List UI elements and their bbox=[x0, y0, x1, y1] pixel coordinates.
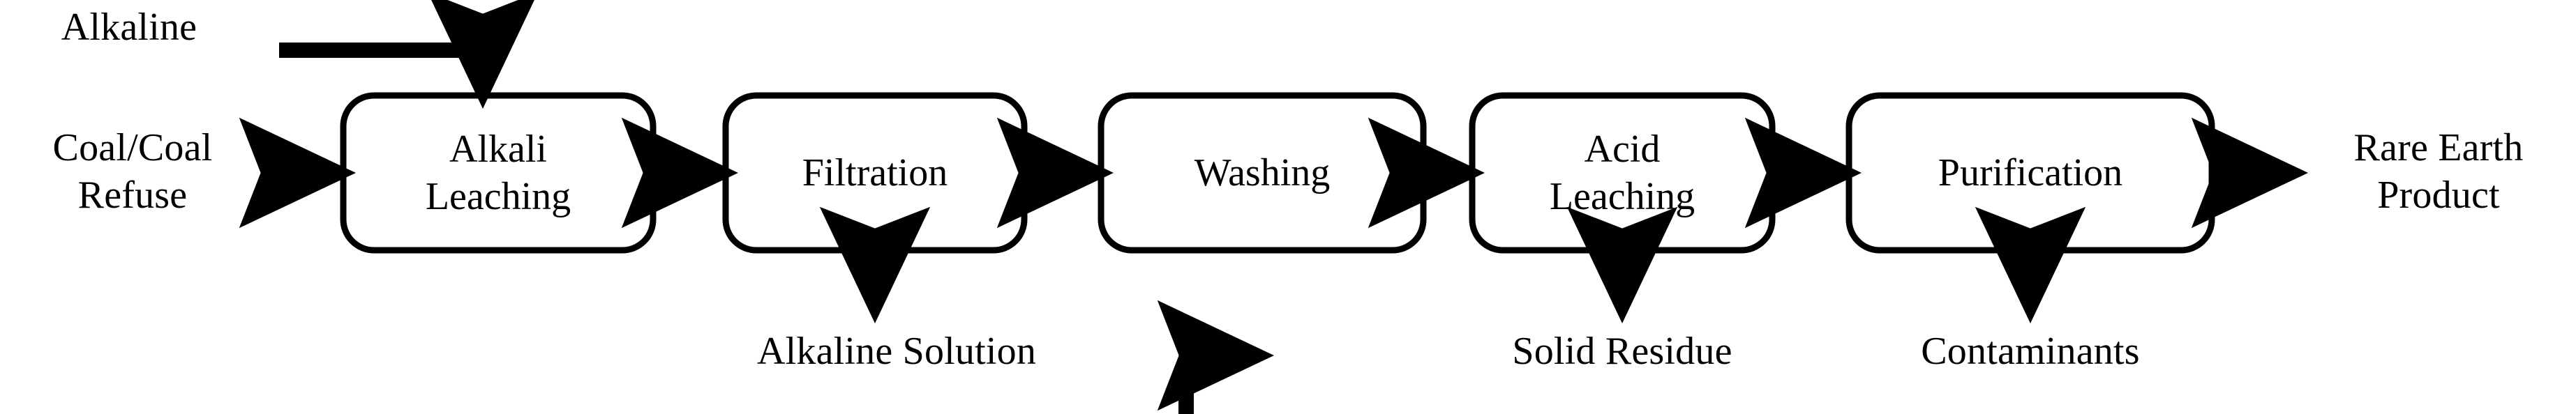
edge-washing-to-alkaline-solution bbox=[1157, 300, 1275, 414]
output-label-contaminants: Contaminants bbox=[1921, 330, 2140, 373]
node-acid-leaching[interactable] bbox=[1469, 92, 1776, 254]
output-label-solid-residue: Solid Residue bbox=[1512, 330, 1732, 373]
node-washing[interactable] bbox=[1098, 92, 1427, 254]
input-label-alkaline: Alkaline bbox=[61, 6, 197, 49]
node-purification[interactable] bbox=[1845, 92, 2215, 254]
output-label-rare-earth-product: Rare Earth Product bbox=[2353, 126, 2524, 217]
output-label-alkaline-solution: Alkaline Solution bbox=[756, 330, 1037, 373]
edge-alkaline-to-alkali-leaching bbox=[279, 0, 539, 109]
node-filtration[interactable] bbox=[722, 92, 1028, 254]
node-alkali-leaching[interactable] bbox=[340, 92, 657, 254]
input-label-coal-refuse: Coal/Coal Refuse bbox=[52, 126, 213, 217]
